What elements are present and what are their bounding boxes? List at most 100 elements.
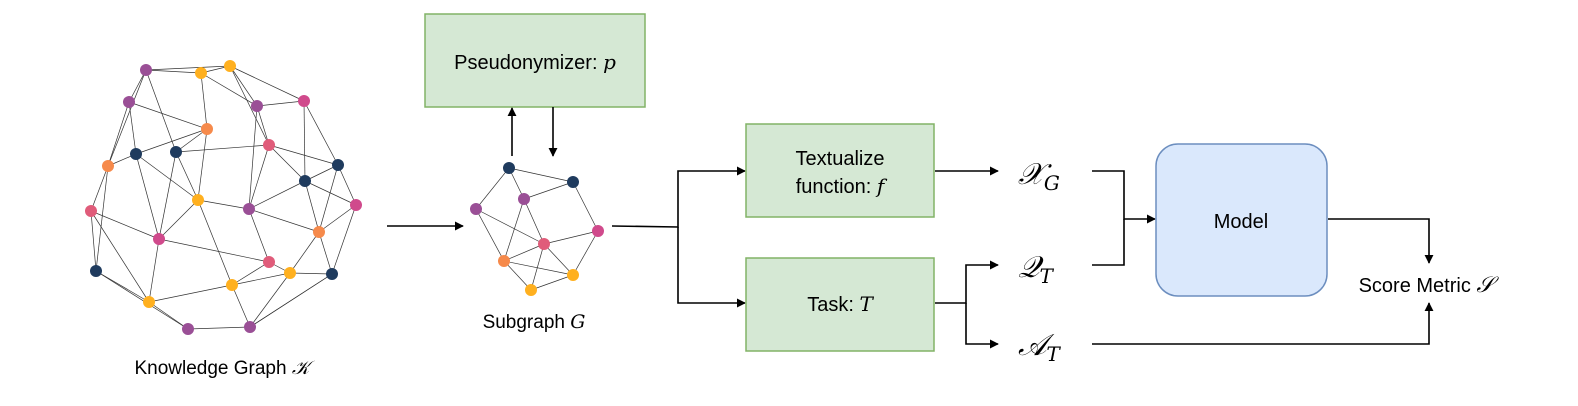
connector-xg-to-model (1092, 170, 1156, 224)
textualize-line2-text: function: (796, 176, 877, 198)
arrow-at-to-score (1092, 302, 1434, 345)
kg-node (224, 60, 236, 72)
pseudonymizer-label: Pseudonymizer: p (454, 50, 616, 74)
kg-edge (128, 101, 208, 130)
subgraph-edge (523, 181, 574, 200)
kg-node (170, 146, 182, 158)
kg-edge (158, 151, 177, 240)
score-metric-symbol: 𝒮 (1476, 273, 1499, 298)
xg-symbol: 𝒳G (1018, 157, 1060, 195)
qt-subscript: T (1040, 264, 1055, 288)
kg-edge (248, 208, 320, 233)
subgraph-label-text: Subgraph (483, 312, 571, 333)
subgraph-edge (503, 260, 532, 291)
kg-edge (256, 100, 305, 107)
kg-edge (90, 210, 150, 303)
kg-edge (289, 272, 333, 275)
subgraph-edge (503, 198, 525, 262)
kg-node (182, 323, 194, 335)
kg-node (350, 199, 362, 211)
subgraph-edge (475, 167, 510, 210)
subgraph-edge (543, 230, 599, 245)
subgraph-node (470, 203, 482, 215)
kg-node (244, 321, 256, 333)
model-label: Model (1214, 211, 1268, 233)
kg-node (102, 160, 114, 172)
textualize-function-box (745, 123, 935, 218)
kg-edge (248, 208, 270, 263)
kg-edge (200, 72, 208, 130)
score-metric-text: Score Metric (1359, 275, 1477, 297)
subgraph-edge (543, 243, 574, 276)
subgraph-node (525, 284, 537, 296)
kg-edge (175, 128, 208, 153)
model-box (1155, 143, 1328, 297)
xg-subscript: G (1044, 171, 1060, 195)
kg-edge (229, 65, 270, 146)
kg-edge (318, 231, 333, 275)
arrow-task-to-qt (935, 260, 999, 304)
subgraph-edge (530, 274, 574, 291)
kg-edge (248, 105, 258, 210)
kg-edge (304, 164, 339, 182)
kg-edge (135, 128, 208, 155)
kg-edge (197, 199, 250, 210)
subgraph-node (567, 269, 579, 281)
kg-edge (145, 69, 177, 153)
arrow-model-to-score (1328, 218, 1434, 264)
kg-node (85, 205, 97, 217)
kg-edge (231, 284, 251, 328)
kg-edge (248, 180, 306, 210)
textualize-line2: function: f (796, 174, 888, 198)
kg-node (130, 148, 142, 160)
kg-edge (145, 65, 231, 71)
kg-node (195, 67, 207, 79)
subgraph-node (538, 238, 550, 250)
kg-edge (128, 69, 147, 103)
textualize-line1: Textualize (796, 148, 885, 170)
knowledge-graph-illustration (85, 60, 362, 335)
knowledge-graph-symbol: 𝒦 (292, 357, 316, 379)
kg-node (251, 100, 263, 112)
kg-edge (331, 204, 357, 275)
arrow-task-to-at (965, 303, 999, 349)
kg-node (192, 194, 204, 206)
knowledge-graph-label: Knowledge Graph 𝒦 (134, 357, 315, 379)
kg-edge (175, 144, 270, 153)
kg-edge (303, 100, 339, 166)
kg-edge (95, 270, 189, 330)
kg-edge (231, 272, 291, 286)
subgraph-node (498, 255, 510, 267)
subgraph-illustration (470, 162, 604, 296)
kg-edge (148, 238, 160, 303)
kg-node (263, 256, 275, 268)
subgraph-node (592, 225, 604, 237)
kg-edge (148, 284, 233, 303)
kg-edge (248, 144, 270, 210)
subgraph-edge (503, 243, 545, 262)
task-box (745, 257, 935, 352)
kg-edge (303, 100, 306, 182)
kg-edge (158, 199, 199, 240)
kg-node (123, 96, 135, 108)
kg-node (90, 265, 102, 277)
kg-edge (268, 144, 339, 166)
subgraph-node (503, 162, 515, 174)
subgraph-node (567, 176, 579, 188)
kg-node (201, 123, 213, 135)
task-label: Task: T (807, 292, 874, 316)
kg-node (284, 267, 296, 279)
connector-subgraph-to-task (677, 227, 746, 308)
subgraph-edge (503, 260, 574, 276)
pseudonymizer-label-text: Pseudonymizer: (454, 52, 603, 74)
kg-edge (231, 261, 270, 286)
kg-edge (197, 128, 208, 201)
knowledge-graph-label-text: Knowledge Graph (134, 358, 291, 379)
at-symbol: 𝒜T (1018, 328, 1061, 366)
kg-edge (158, 238, 270, 263)
score-metric-label: Score Metric 𝒮 (1359, 273, 1500, 298)
kg-edge (229, 65, 305, 102)
subgraph-symbol: G (570, 311, 585, 333)
kg-edge (318, 204, 357, 233)
kg-node (226, 279, 238, 291)
